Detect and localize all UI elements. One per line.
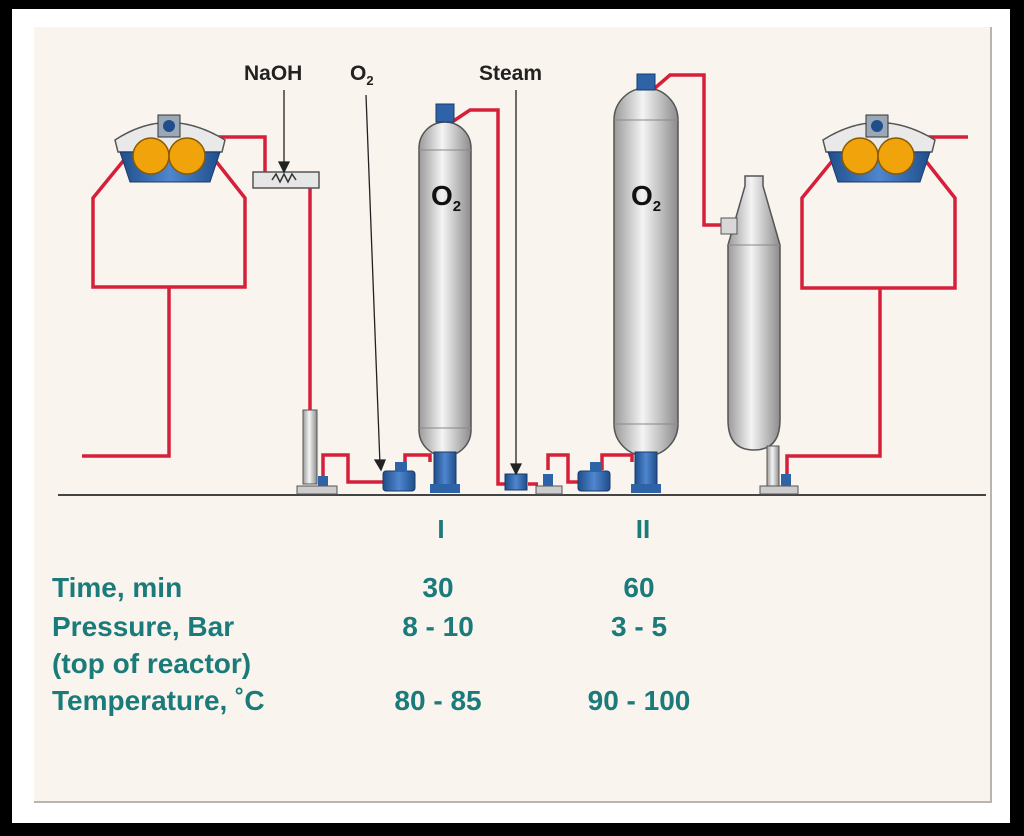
row-pressure-label: Pressure, Bar: [52, 611, 235, 642]
steam-mixer: [504, 473, 563, 495]
reactor-1-label-sub: 2: [452, 198, 462, 215]
row-time-stage2: 60: [623, 572, 655, 603]
o2-input-sub: 2: [366, 73, 374, 88]
reactor-1-label-main: O: [430, 180, 453, 211]
reactor-1-label: O2: [431, 180, 461, 215]
pump-2: [577, 462, 611, 492]
naoh-label: NaOH: [244, 62, 303, 85]
blow-tank: [720, 175, 799, 495]
left-wash-press: [114, 114, 226, 183]
row-pressure-note: (top of reactor): [52, 648, 252, 679]
reactor-2: [613, 73, 679, 493]
pipes: [82, 73, 968, 486]
steam-label: Steam: [479, 62, 543, 85]
standpipe: [296, 409, 338, 495]
o2-input-label: O2: [350, 62, 374, 88]
row-time-label: Time, min: [52, 572, 183, 603]
reactor-2-label-main: O: [630, 180, 653, 211]
reactor-2-label: O2: [631, 180, 661, 215]
pump-1: [382, 462, 416, 492]
row-temperature-stage1: 80 - 85: [394, 685, 482, 716]
row-pressure-stage1: 8 - 10: [402, 611, 474, 642]
row-temperature-label: Temperature, ˚C: [52, 685, 265, 716]
o2-input-main: O: [350, 62, 367, 85]
reactor-1: [418, 103, 472, 493]
row-time-stage1: 30: [422, 572, 454, 603]
row-pressure-stage2: 3 - 5: [610, 611, 668, 642]
right-wash-press: [822, 114, 936, 183]
row-temperature-stage2: 90 - 100: [587, 685, 691, 716]
naoh-mixer: [252, 171, 320, 189]
reactor-2-label-sub: 2: [652, 198, 662, 215]
stage-1-label: I: [437, 514, 445, 544]
stage-2-label: II: [635, 514, 651, 544]
input-arrows: [277, 90, 523, 476]
